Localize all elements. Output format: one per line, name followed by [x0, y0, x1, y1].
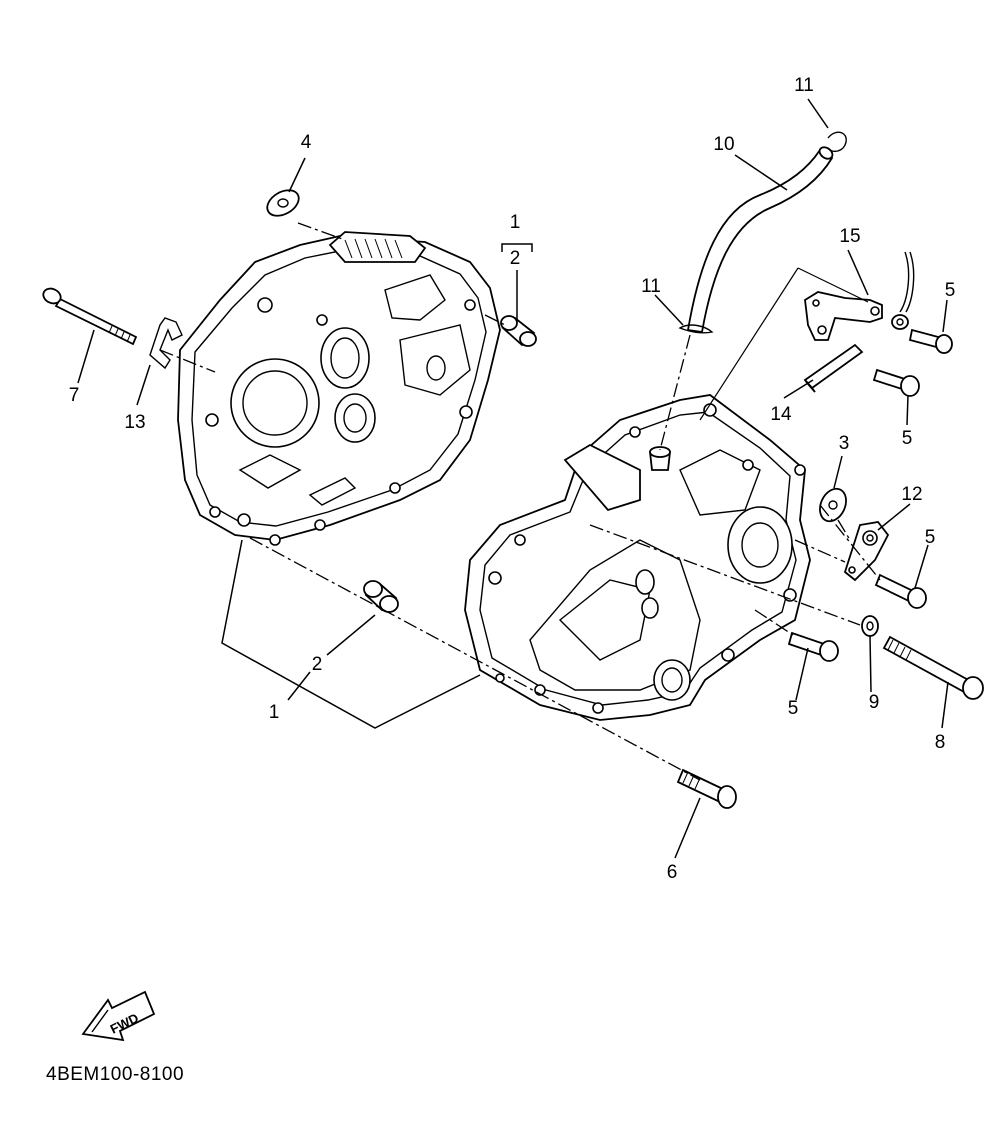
left-crankcase-half [177, 231, 501, 546]
callout-5-top: 5 [945, 280, 956, 301]
callout-8: 8 [935, 732, 946, 753]
hose-clamp-top [827, 131, 847, 153]
callout-5-lower: 5 [788, 698, 799, 719]
dowel-pin-bottom [363, 580, 399, 613]
callout-2-bottom: 2 [312, 654, 323, 675]
hose-clamp-lower [678, 324, 714, 334]
plate-12 [843, 521, 890, 582]
callout-5-right: 5 [925, 527, 936, 548]
bolt-5-right [874, 573, 927, 609]
bolt-5-top-right [908, 328, 953, 354]
fwd-arrow: FWD [81, 990, 156, 1042]
callout-15: 15 [839, 226, 860, 247]
washer-4 [266, 189, 300, 217]
callout-11-lower: 11 [641, 276, 661, 297]
leader-lines [77, 98, 949, 859]
callout-13: 13 [124, 412, 145, 433]
callout-14: 14 [770, 404, 792, 425]
callout-7: 7 [69, 385, 80, 406]
clip-13 [149, 317, 183, 370]
callout-11-top: 11 [794, 75, 814, 96]
callout-labels: 4 1 2 11 10 15 11 5 7 13 14 5 3 12 5 2 1… [69, 75, 956, 883]
callout-10: 10 [713, 134, 734, 155]
bolt-7 [42, 287, 138, 346]
bolt-6 [676, 768, 737, 809]
bolt-5-mid [872, 368, 920, 397]
assembly-lines [159, 222, 881, 781]
callout-4: 4 [301, 132, 312, 153]
callout-1-top: 1 [510, 212, 521, 233]
callout-3: 3 [839, 433, 850, 454]
diagram-code: 4BEM100-8100 [46, 1064, 184, 1085]
ground-wire [891, 251, 915, 330]
callout-1-bottom: 1 [269, 702, 280, 723]
dowel-pin-top [500, 315, 537, 347]
callout-6: 6 [667, 862, 678, 883]
callout-5-mid: 5 [902, 428, 913, 449]
bolt-5-lower [787, 631, 839, 662]
washer-9 [861, 615, 879, 637]
callout-2-top: 2 [510, 248, 521, 269]
bolt-8 [882, 635, 984, 700]
callout-9: 9 [869, 692, 880, 713]
plate-14 [803, 343, 864, 393]
right-crankcase-half [464, 394, 811, 721]
bracket-15 [804, 291, 883, 341]
callout-12: 12 [901, 484, 922, 505]
